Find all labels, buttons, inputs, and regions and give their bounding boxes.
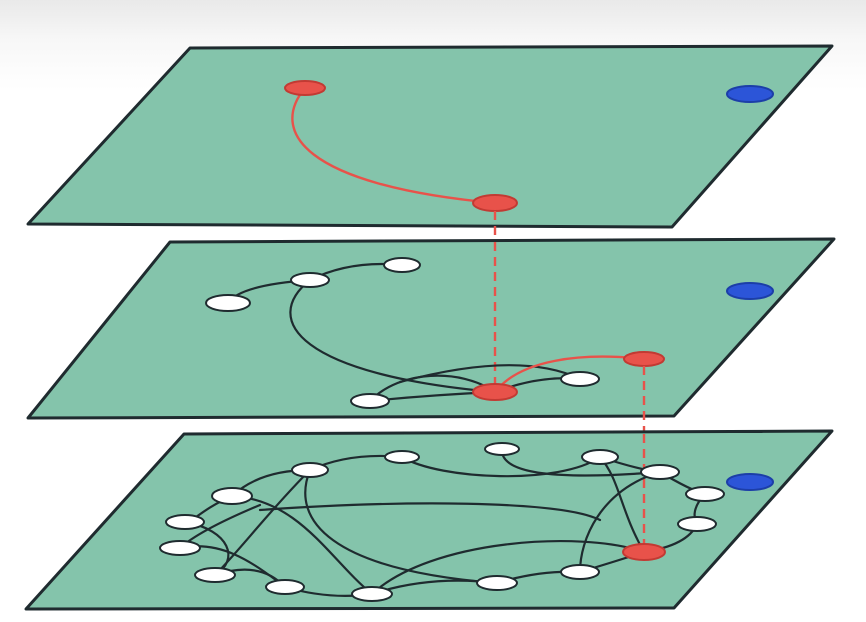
graph-node bbox=[211, 487, 253, 505]
graph-node bbox=[384, 450, 420, 464]
graph-edge bbox=[230, 494, 374, 596]
layer-marker bbox=[726, 85, 774, 103]
graph-edge bbox=[578, 470, 662, 574]
graph-node bbox=[194, 567, 236, 583]
graph-edge bbox=[291, 86, 497, 205]
graph-node bbox=[476, 575, 518, 591]
graph-node bbox=[685, 486, 725, 502]
graph-edge bbox=[500, 447, 662, 477]
graph-node bbox=[205, 294, 251, 312]
graph-edge bbox=[289, 278, 497, 394]
graph-node bbox=[560, 371, 600, 387]
graph-node bbox=[383, 257, 421, 273]
graph-node bbox=[581, 449, 619, 465]
graph-node bbox=[640, 464, 680, 480]
graph-node bbox=[472, 194, 518, 212]
graph-node bbox=[284, 80, 326, 96]
graph-node bbox=[159, 540, 201, 556]
graph-node bbox=[484, 442, 520, 456]
layer-plane bbox=[24, 429, 834, 611]
graph-node bbox=[472, 383, 518, 401]
layer-marker bbox=[726, 282, 774, 300]
layer-marker bbox=[726, 473, 774, 491]
graph-edge bbox=[258, 502, 602, 522]
layer-plane bbox=[26, 44, 834, 229]
graph-edge bbox=[400, 455, 602, 478]
graph-node bbox=[350, 393, 390, 409]
graph-node bbox=[677, 516, 717, 532]
layer-top bbox=[26, 44, 834, 229]
graph-node bbox=[622, 543, 666, 561]
layer-bottom bbox=[24, 429, 834, 611]
graph-edge bbox=[304, 468, 499, 585]
layer-middle bbox=[26, 237, 836, 420]
graph-edge bbox=[398, 364, 582, 384]
graph-node bbox=[560, 564, 600, 580]
graph-node bbox=[291, 462, 329, 478]
graph-node bbox=[165, 514, 205, 530]
graph-edge bbox=[370, 540, 646, 596]
graph-node bbox=[290, 272, 330, 288]
graph-node bbox=[351, 586, 393, 602]
graph-edge bbox=[493, 355, 646, 394]
layer-plane bbox=[26, 237, 836, 420]
graph-edge bbox=[213, 468, 312, 577]
graph-node bbox=[265, 579, 305, 595]
graph-node bbox=[623, 351, 665, 367]
